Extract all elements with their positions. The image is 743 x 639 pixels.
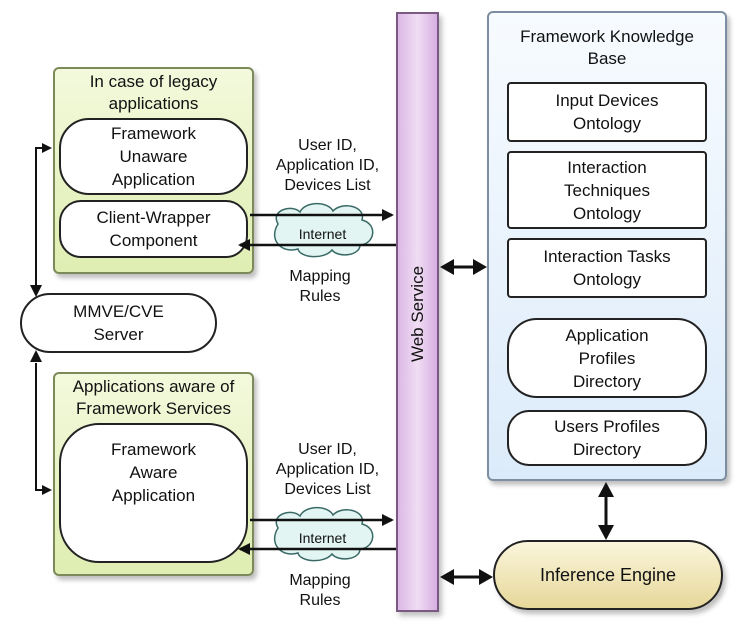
top-cloud-label: Internet <box>298 226 347 242</box>
ws-inference-double-arrow <box>440 569 493 585</box>
interaction-tasks-ontology: Interaction Tasks Ontology <box>507 238 707 298</box>
top-request-label: User ID, Application ID, Devices List <box>275 137 380 194</box>
interaction-tasks-ontology-label: Interaction Tasks Ontology <box>543 247 671 289</box>
users-profiles-directory: Users Profiles Directory <box>507 410 707 466</box>
bottom-response-label: Mapping Rules <box>289 572 351 609</box>
server-aware-connector <box>30 350 52 495</box>
interaction-techniques-ontology: Interaction Techniques Ontology <box>507 151 707 229</box>
knowledge-base-title: Framework Knowledge Base <box>520 27 694 68</box>
framework-aware-application: Framework Aware Application <box>59 423 248 563</box>
top-response-label: Mapping Rules <box>289 268 351 305</box>
ws-kb-double-arrow <box>440 259 487 275</box>
aware-box-title: Applications aware of Framework Services <box>72 377 235 418</box>
bottom-request-label: User ID, Application ID, Devices List <box>275 441 380 498</box>
server-legacy-connector <box>30 143 52 297</box>
legacy-box-title: In case of legacy applications <box>89 72 218 113</box>
users-profiles-directory-label: Users Profiles Directory <box>554 417 660 459</box>
framework-aware-application-label: Framework Aware Application <box>110 439 196 505</box>
bottom-cloud-label: Internet <box>298 530 347 546</box>
kb-inference-double-arrow <box>598 482 614 540</box>
inference-engine-label: Inference Engine <box>539 564 677 585</box>
input-devices-ontology-label: Input Devices Ontology <box>555 91 659 133</box>
framework-unaware-application-label: Framework Unaware Application <box>110 124 196 189</box>
application-profiles-directory-label: Application Profiles Directory <box>565 325 649 391</box>
mmve-cve-server-label: MMVE/CVE Server <box>73 302 164 344</box>
inference-engine: Inference Engine <box>493 540 723 610</box>
top-internet-cloud <box>273 202 374 258</box>
client-wrapper-component: Client-Wrapper Component <box>59 200 248 258</box>
interaction-techniques-ontology-label: Interaction Techniques Ontology <box>563 157 650 223</box>
web-service-bar: Web Service <box>396 12 439 612</box>
application-profiles-directory: Application Profiles Directory <box>507 318 707 398</box>
input-devices-ontology: Input Devices Ontology <box>507 82 707 142</box>
client-wrapper-component-label: Client-Wrapper Component <box>96 208 211 250</box>
framework-unaware-application: Framework Unaware Application <box>59 118 248 195</box>
mmve-cve-server: MMVE/CVE Server <box>20 293 217 353</box>
